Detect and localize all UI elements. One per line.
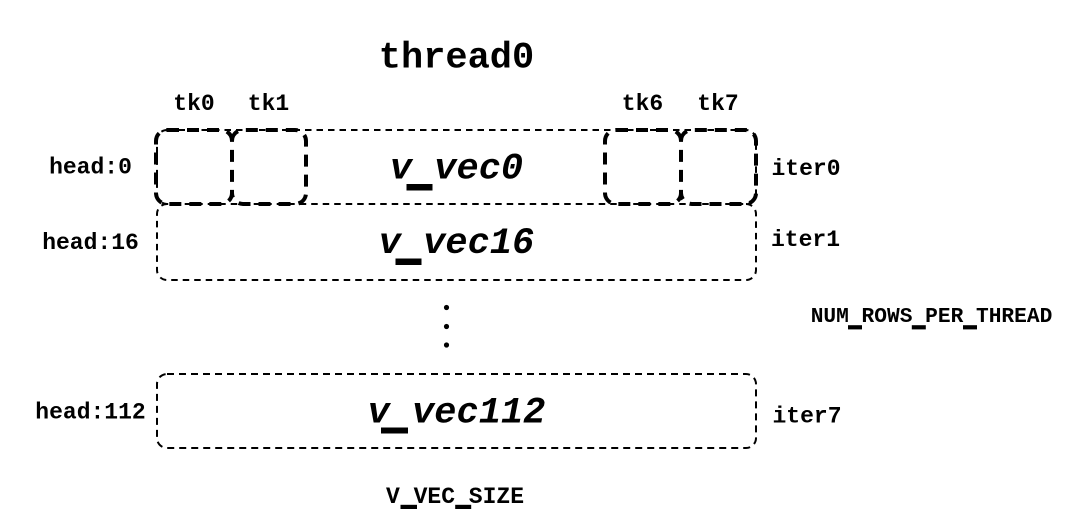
svg-text:v vec16: v vec16 [379, 223, 534, 265]
svg-text:head:112: head:112 [35, 400, 145, 426]
svg-text:head:16: head:16 [42, 230, 139, 256]
svg-text:iter7: iter7 [772, 404, 841, 430]
svg-text:tk6: tk6 [622, 91, 663, 117]
svg-text:tk7: tk7 [697, 91, 738, 117]
svg-text:iter1: iter1 [771, 227, 840, 253]
svg-text:v vec0: v vec0 [390, 149, 523, 191]
svg-text:thread0: thread0 [379, 38, 534, 80]
svg-text:iter0: iter0 [771, 156, 840, 182]
svg-text:tk0: tk0 [173, 91, 214, 117]
svg-text:head:0: head:0 [49, 155, 132, 181]
svg-text:tk1: tk1 [248, 91, 289, 117]
svg-text:NUM ROWS PER THREAD: NUM ROWS PER THREAD [811, 305, 1053, 329]
